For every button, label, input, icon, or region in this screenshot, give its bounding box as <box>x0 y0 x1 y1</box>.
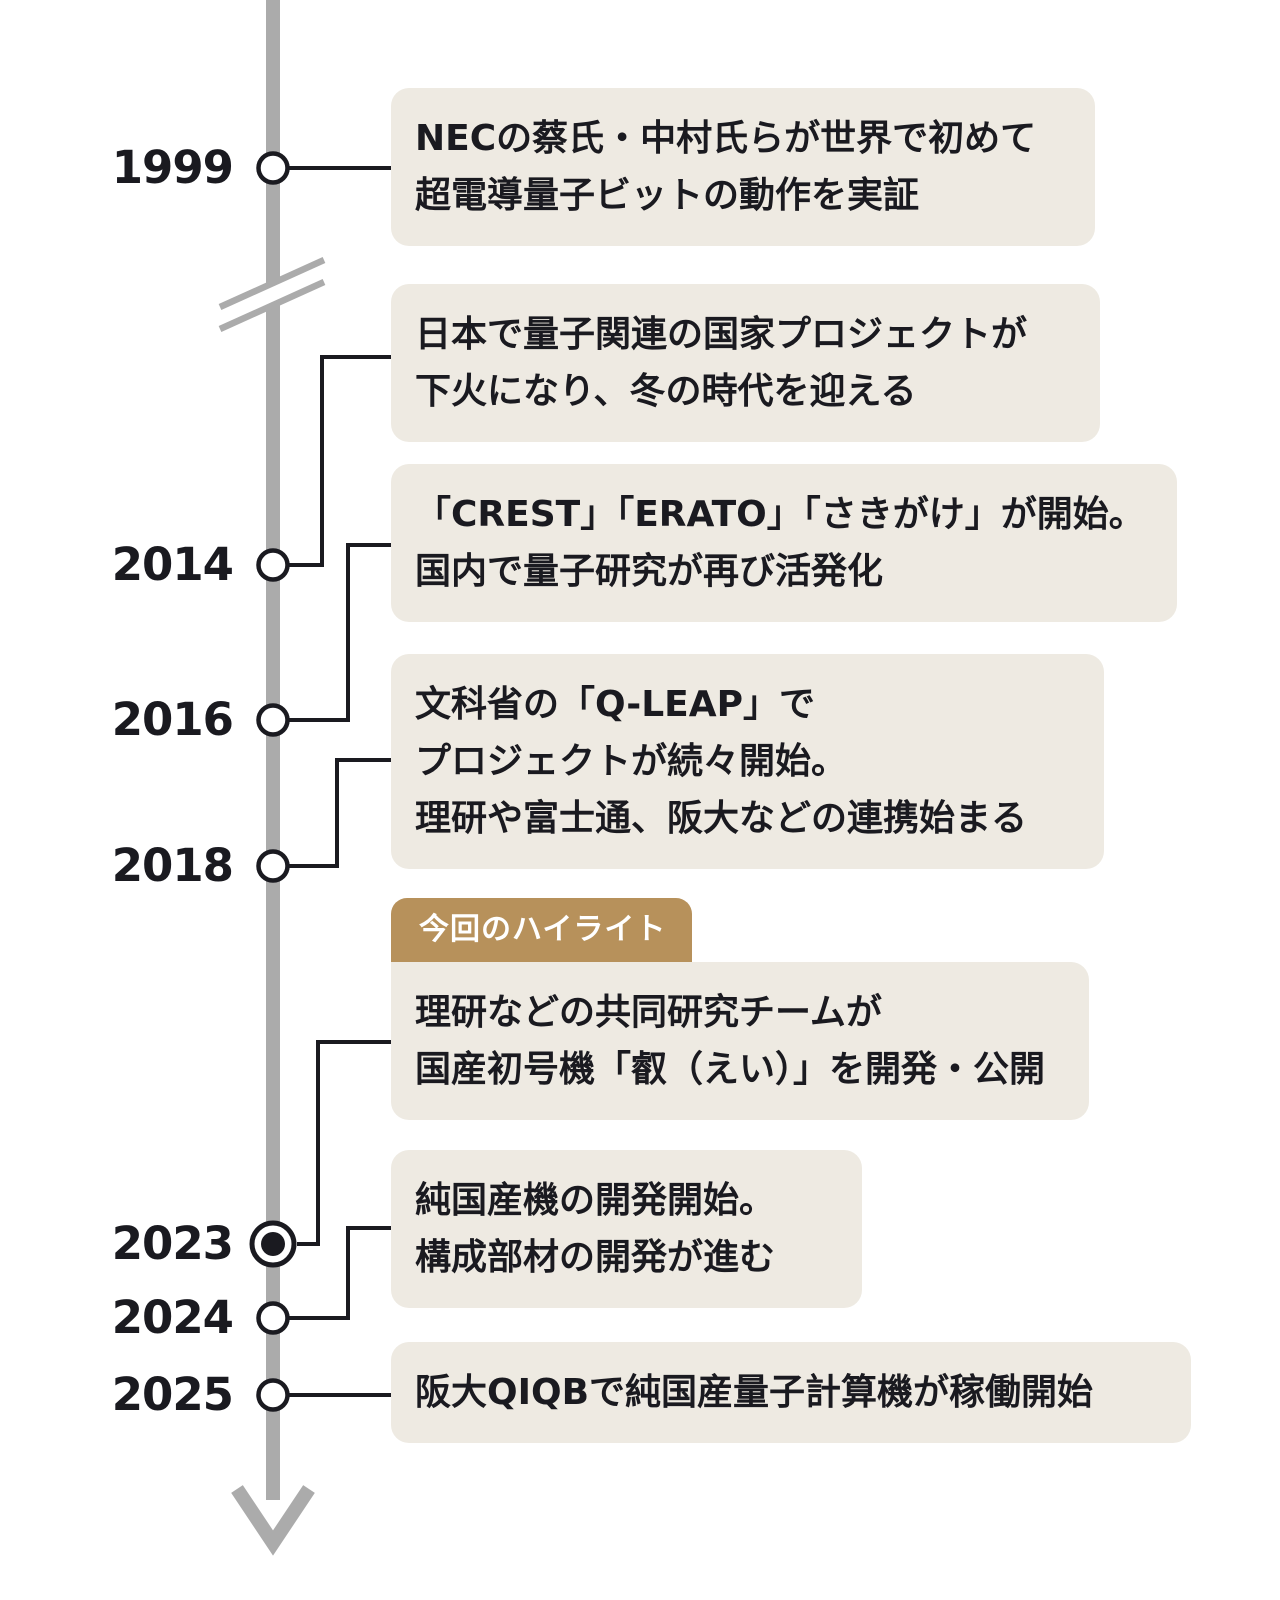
break-gap <box>220 260 324 329</box>
break-slash-bottom <box>218 279 326 332</box>
highlight-label: 今回のハイライト <box>391 898 692 962</box>
year-marker-2024 <box>256 1301 290 1335</box>
break-slash-top <box>218 257 326 310</box>
connector-2018 <box>289 758 391 868</box>
year-marker-2016 <box>256 703 290 737</box>
event-text-line: 下火になり、冬の時代を迎える <box>415 371 917 412</box>
year-label-2016: 2016 <box>111 693 234 746</box>
year-marker-2018 <box>256 849 290 883</box>
timeline-break-icon <box>218 257 326 332</box>
event-text-line: 構成部材の開発が進む <box>415 1237 776 1278</box>
event-text-line: 日本で量子関連の国家プロジェクトが <box>415 314 1028 355</box>
event-box-1999: NECの蔡氏・中村氏らが世界で初めて 超電導量子ビットの動作を実証 <box>391 88 1095 246</box>
event-text-line: 理研などの共同研究チームが <box>415 992 882 1033</box>
year-marker-2014 <box>256 548 290 582</box>
connector-2016 <box>289 543 391 722</box>
event-text-line: プロジェクトが続々開始。 <box>415 741 848 782</box>
year-label-2023: 2023 <box>111 1217 234 1270</box>
event-text-line: 阪大QIQBで純国産量子計算機が稼働開始 <box>415 1372 1094 1413</box>
event-text-line: 理研や富士通、阪大などの連携始まる <box>415 798 1028 839</box>
year-label-2014: 2014 <box>111 538 234 591</box>
connector-2014 <box>289 355 391 567</box>
event-text-line: 国内で量子研究が再び活発化 <box>415 551 884 592</box>
event-text-line: 純国産機の開発開始。 <box>415 1180 776 1221</box>
year-label-2025: 2025 <box>111 1368 234 1421</box>
event-text-line: 「CREST」「ERATO」「さきがけ」が開始。 <box>415 494 1145 535</box>
event-text-line: 超電導量子ビットの動作を実証 <box>415 175 920 216</box>
down-arrow-icon <box>231 1485 315 1556</box>
event-box-2018: 文科省の「Q-LEAP」で プロジェクトが続々開始。 理研や富士通、阪大などの連… <box>391 654 1104 869</box>
event-text-line: NECの蔡氏・中村氏らが世界で初めて <box>415 118 1037 159</box>
event-box-2025: 阪大QIQBで純国産量子計算機が稼働開始 <box>391 1342 1191 1443</box>
timeline-bar <box>266 0 280 1500</box>
event-connectors <box>289 166 391 1397</box>
connector-2024 <box>289 1226 391 1320</box>
marker-2023-inner-dot <box>261 1232 285 1256</box>
year-marker-2025 <box>256 1378 290 1412</box>
event-box-2014: 日本で量子関連の国家プロジェクトが 下火になり、冬の時代を迎える <box>391 284 1100 442</box>
event-box-2023-highlight: 理研などの共同研究チームが 国産初号機「叡（えい）」を開発・公開 <box>391 962 1089 1120</box>
event-text-line: 国産初号機「叡（えい）」を開発・公開 <box>415 1049 1046 1090</box>
year-marker-2023-highlighted <box>249 1220 297 1268</box>
year-label-2024: 2024 <box>111 1291 234 1344</box>
year-markers <box>256 151 290 1412</box>
connector-2023 <box>297 1040 391 1246</box>
event-text-line: 文科省の「Q-LEAP」で <box>415 684 815 725</box>
year-label-1999: 1999 <box>111 141 234 194</box>
year-label-2018: 2018 <box>111 839 234 892</box>
event-box-2024: 純国産機の開発開始。 構成部材の開発が進む <box>391 1150 862 1308</box>
year-marker-1999 <box>256 151 290 185</box>
event-box-2016: 「CREST」「ERATO」「さきがけ」が開始。 国内で量子研究が再び活発化 <box>391 464 1177 622</box>
